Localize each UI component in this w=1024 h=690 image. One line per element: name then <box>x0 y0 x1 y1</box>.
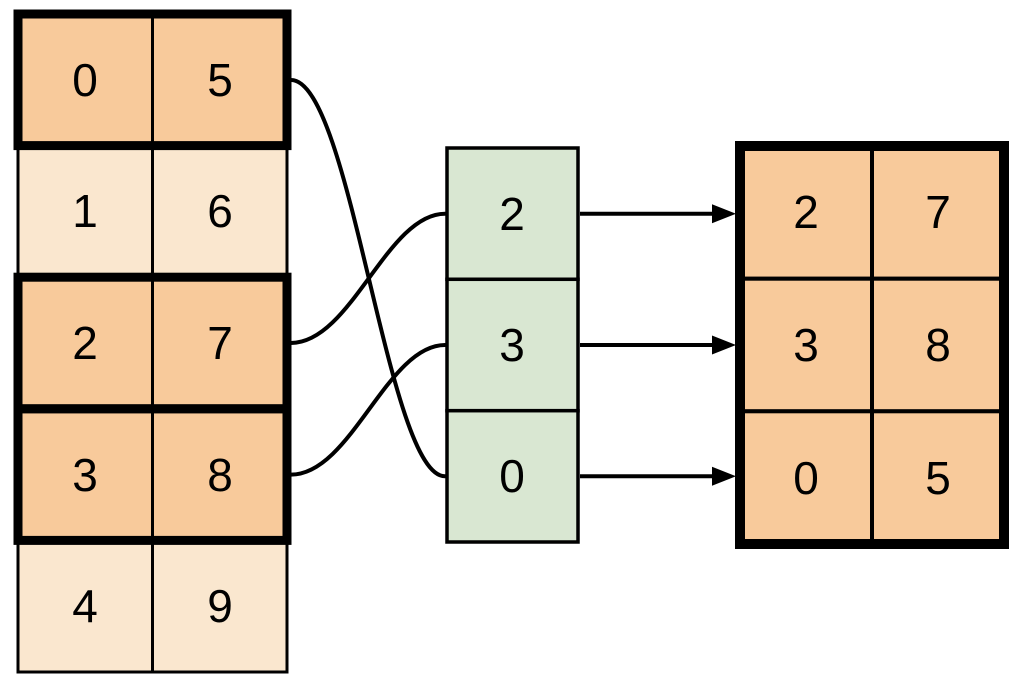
index-cell-1 <box>445 277 580 413</box>
curve-row3-to-index3 <box>289 343 447 477</box>
result-cell-r1c1 <box>870 276 1006 414</box>
source-cell-r2c1 <box>151 275 289 411</box>
source-value: 8 <box>207 449 233 501</box>
source-value: 3 <box>72 449 98 501</box>
source-row3-highlight-outline <box>13 404 292 545</box>
arrowhead-icon <box>712 466 736 486</box>
source-cell-r0c1 <box>151 12 289 148</box>
source-cell-r4c0 <box>16 538 154 674</box>
result-value: 5 <box>925 452 951 504</box>
result-table-outline <box>735 141 1009 549</box>
result-cell-r0c1 <box>870 144 1006 281</box>
result-value: 0 <box>793 452 819 504</box>
source-value: 2 <box>72 317 98 369</box>
source-row0-highlight-outline <box>13 9 292 151</box>
curve-row2-to-index2 <box>289 211 447 345</box>
source-value: 6 <box>207 185 233 237</box>
source-value: 4 <box>72 580 98 632</box>
source-value: 5 <box>207 54 233 106</box>
index-value: 2 <box>499 188 525 240</box>
source-cell-r0c0 <box>16 12 154 148</box>
index-value: 0 <box>499 450 525 502</box>
result-value: 7 <box>925 186 951 238</box>
index-array: 2 3 0 <box>445 146 580 544</box>
index-value: 3 <box>499 319 525 371</box>
result-value: 8 <box>925 319 951 371</box>
gather-curves <box>289 78 447 479</box>
source-value: 1 <box>72 185 98 237</box>
arrowhead-icon <box>712 204 736 224</box>
source-cell-r1c1 <box>151 144 289 279</box>
source-value: 0 <box>72 54 98 106</box>
result-cell-r2c0 <box>738 409 874 546</box>
source-value: 7 <box>207 317 233 369</box>
source-cell-r4c1 <box>151 538 289 674</box>
result-value: 2 <box>793 186 819 238</box>
arrowhead-icon <box>712 335 736 355</box>
source-array: 0 5 1 6 2 7 3 8 4 9 <box>13 9 292 674</box>
source-value: 9 <box>207 580 233 632</box>
source-cell-r3c1 <box>151 407 289 542</box>
index-cell-2 <box>445 408 580 544</box>
result-arrows <box>580 204 736 486</box>
result-value: 3 <box>793 319 819 371</box>
result-array: 2 7 3 8 0 5 <box>735 141 1009 549</box>
